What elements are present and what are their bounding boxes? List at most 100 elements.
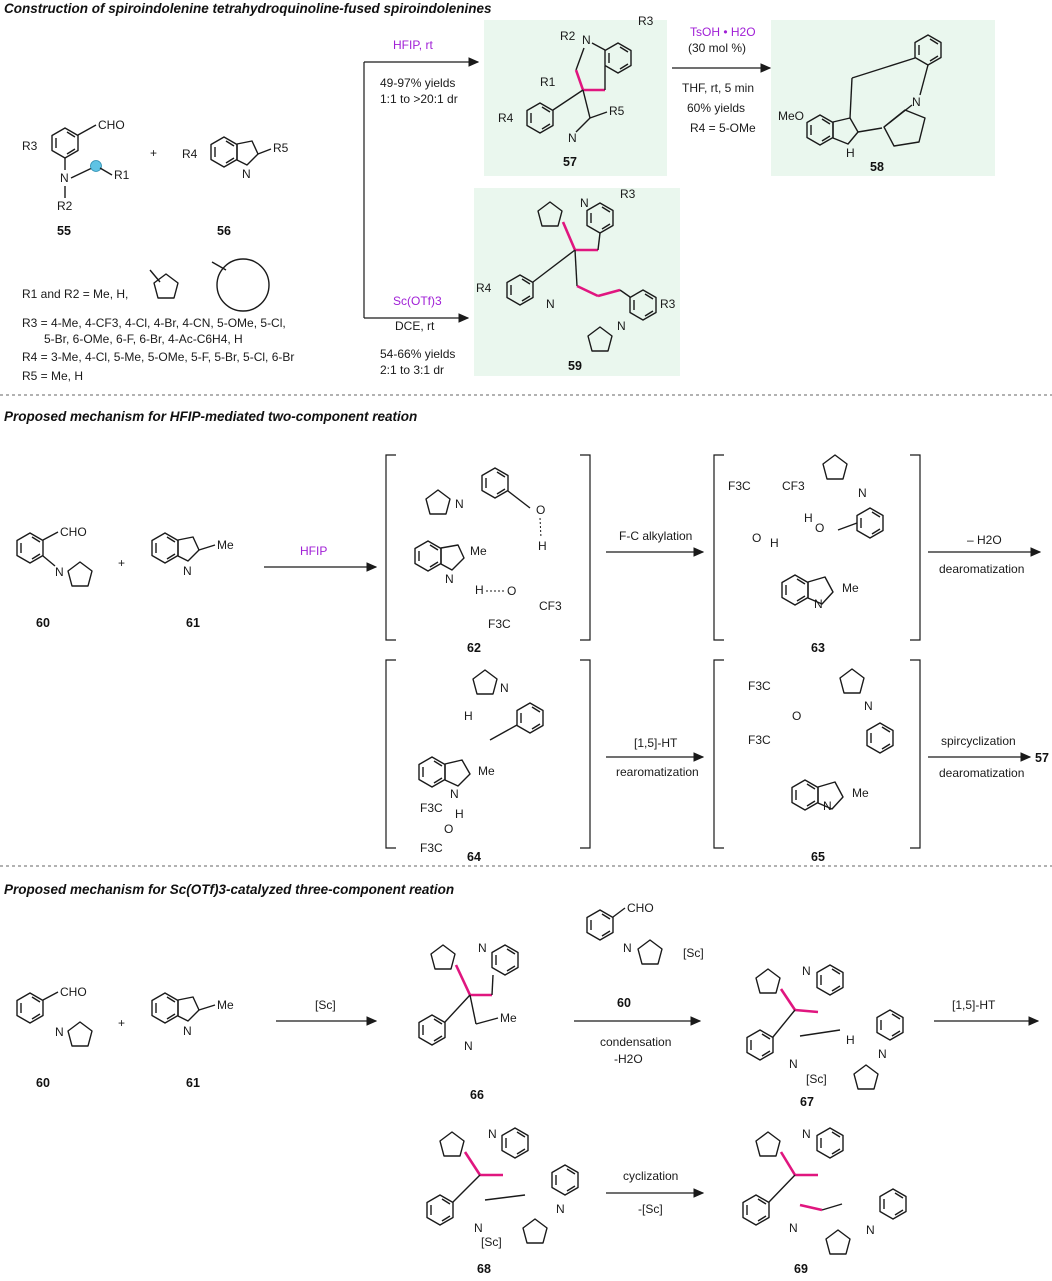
r4-text: R4 = 3-Me, 4-Cl, 5-Me, 5-OMe, 5-F, 5-Br,… <box>22 350 294 364</box>
section3-title: Proposed mechanism for Sc(OTf)3-catalyze… <box>4 882 454 897</box>
atom-n-65: N <box>864 699 873 713</box>
atom-h-64: H <box>464 709 473 723</box>
atom-n1-59: N <box>580 196 589 210</box>
cond-rearom: rearomatization <box>616 765 699 779</box>
atom-n-62: N <box>455 497 464 511</box>
atom-n2-65: N <box>823 799 832 813</box>
structure-62: N O Me N H H O F3C CF3 62 <box>414 467 562 655</box>
bracket-63-left <box>713 454 724 641</box>
structure-61-b: Me N 61 <box>151 992 234 1090</box>
atom-f3c-62: F3C <box>488 617 511 631</box>
cond-yield-57: 49-97% yields <box>380 76 455 90</box>
label-55: 55 <box>57 224 71 238</box>
atom-o-65: O <box>792 709 801 723</box>
cond-minus-h2o: – H2O <box>967 533 1002 547</box>
label-69: 69 <box>794 1262 808 1276</box>
label-64: 64 <box>467 850 481 864</box>
structure-68: N N [Sc] N 68 <box>426 1127 579 1276</box>
atom-cf3-62: CF3 <box>539 599 562 613</box>
atom-n3-59: N <box>617 319 626 333</box>
structure-60-reagent: CHO N 60 <box>586 901 663 1010</box>
atom-cho-60r: CHO <box>627 901 654 915</box>
atom-me-66: Me <box>500 1011 517 1025</box>
atom-r1: R1 <box>114 168 130 182</box>
cond-dearom1: dearomatization <box>939 562 1024 576</box>
structure-63: N F3C CF3 O H O H Me N 63 <box>728 454 884 655</box>
atom-r3a-59: R3 <box>620 187 636 201</box>
cond-15ht-b: [1,5]-HT <box>952 998 996 1012</box>
atom-sc-68: [Sc] <box>481 1235 502 1249</box>
atom-r5-57: R5 <box>609 104 625 118</box>
label-63: 63 <box>811 641 825 655</box>
atom-f3c-65: F3C <box>748 679 771 693</box>
atom-r4-59: R4 <box>476 281 492 295</box>
section1-title: Construction of spiroindolenine tetrahyd… <box>4 1 492 16</box>
atom-n-61b: N <box>183 1024 192 1038</box>
blue-dot <box>90 160 102 172</box>
cond-tsoh-mol: (30 mol %) <box>688 41 746 55</box>
structure-65: F3C O F3C N Me N 65 <box>748 668 894 864</box>
atom-r1-57: R1 <box>540 75 556 89</box>
label-56: 56 <box>217 224 231 238</box>
plus-2: + <box>118 556 125 570</box>
atom-f3c-63: F3C <box>728 479 751 493</box>
bracket-64-right <box>580 659 591 849</box>
label-68: 68 <box>477 1262 491 1276</box>
atom-cho: CHO <box>98 118 125 132</box>
structure-69: N N N 69 <box>742 1127 907 1276</box>
section2-title: Proposed mechanism for HFIP-mediated two… <box>4 409 417 424</box>
atom-n-69: N <box>802 1127 811 1141</box>
atom-n2-59: N <box>546 297 555 311</box>
bracket-62-right <box>580 454 591 641</box>
atom-f3c2-64: F3C <box>420 841 443 855</box>
cond-dr-57: 1:1 to >20:1 dr <box>380 92 458 106</box>
atom-r5: R5 <box>273 141 289 155</box>
atom-me-65: Me <box>852 786 869 800</box>
atom-cho-60: CHO <box>60 525 87 539</box>
cond-condensation: condensation <box>600 1035 671 1049</box>
structure-60: CHO N 60 <box>16 525 93 630</box>
structure-56: R5 N R4 56 <box>182 136 289 238</box>
hbond-62a <box>539 517 542 539</box>
atom-n3-69: N <box>866 1223 875 1237</box>
atom-n2-67: N <box>789 1057 798 1071</box>
r1r2-text: R1 and R2 = Me, H, <box>22 287 128 301</box>
cond-15ht: [1,5]-HT <box>634 736 678 750</box>
atom-n2-63: N <box>814 597 823 611</box>
atom-o2-62: O <box>507 584 516 598</box>
atom-n-66: N <box>478 941 487 955</box>
label-66: 66 <box>470 1088 484 1102</box>
atom-n-58: N <box>912 95 921 109</box>
atom-h-67: H <box>846 1033 855 1047</box>
r5-text: R5 = Me, H <box>22 369 83 383</box>
atom-n: N <box>60 171 69 185</box>
atom-me-61b: Me <box>217 998 234 1012</box>
label-61: 61 <box>186 616 200 630</box>
bracket-65-right <box>910 659 921 849</box>
label-60: 60 <box>36 616 50 630</box>
cond-yield-58: 60% yields <box>687 101 745 115</box>
atom-n2-68: N <box>474 1221 483 1235</box>
structure-59: N N N R4 R3 R3 59 <box>476 187 676 373</box>
atom-n-61: N <box>183 564 192 578</box>
cond-thf: THF, rt, 5 min <box>682 81 754 95</box>
atom-n2-66: N <box>464 1039 473 1053</box>
atom-n2-64: N <box>450 787 459 801</box>
atom-me-62: Me <box>470 544 487 558</box>
structure-66: N N Me 66 <box>418 941 519 1102</box>
atom-n-60: N <box>55 565 64 579</box>
cond-sc1: [Sc] <box>315 998 336 1012</box>
cond-hfip-rt: HFIP, rt <box>393 38 433 52</box>
cond-minus-h2o-b: -H2O <box>614 1052 643 1066</box>
bracket-63-right <box>910 454 921 641</box>
cond-dce: DCE, rt <box>395 319 435 333</box>
label-60-reagent: 60 <box>617 996 631 1010</box>
label-59: 59 <box>568 359 582 373</box>
atom-nh: N <box>242 167 251 181</box>
atom-n3-68: N <box>556 1202 565 1216</box>
atom-n-67: N <box>802 964 811 978</box>
label-61-b: 61 <box>186 1076 200 1090</box>
cond-fc: F-C alkylation <box>619 529 692 543</box>
atom-me-64: Me <box>478 764 495 778</box>
